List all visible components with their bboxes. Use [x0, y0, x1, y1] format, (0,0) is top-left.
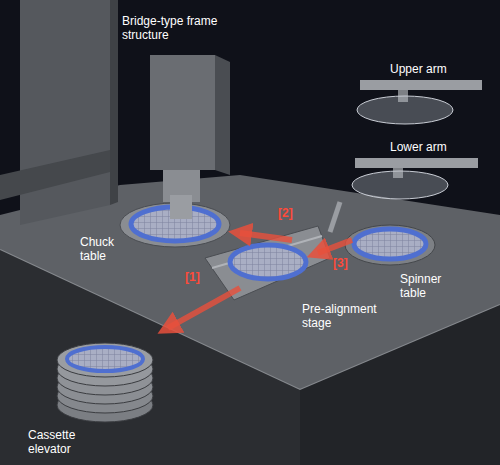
callout-number: [3] [333, 256, 363, 270]
part-label: Spinner table [400, 272, 454, 300]
callout-number: [1] [185, 270, 215, 284]
part-label: Upper arm [390, 62, 470, 76]
part-label: Lower arm [390, 140, 470, 154]
callout-number: [2] [278, 206, 308, 220]
part-label: Bridge-type frame structure [122, 14, 234, 42]
part-label: Chuck table [80, 235, 124, 263]
part-label: Cassette elevator [28, 428, 88, 456]
part-label: Pre-alignment stage [302, 302, 392, 330]
